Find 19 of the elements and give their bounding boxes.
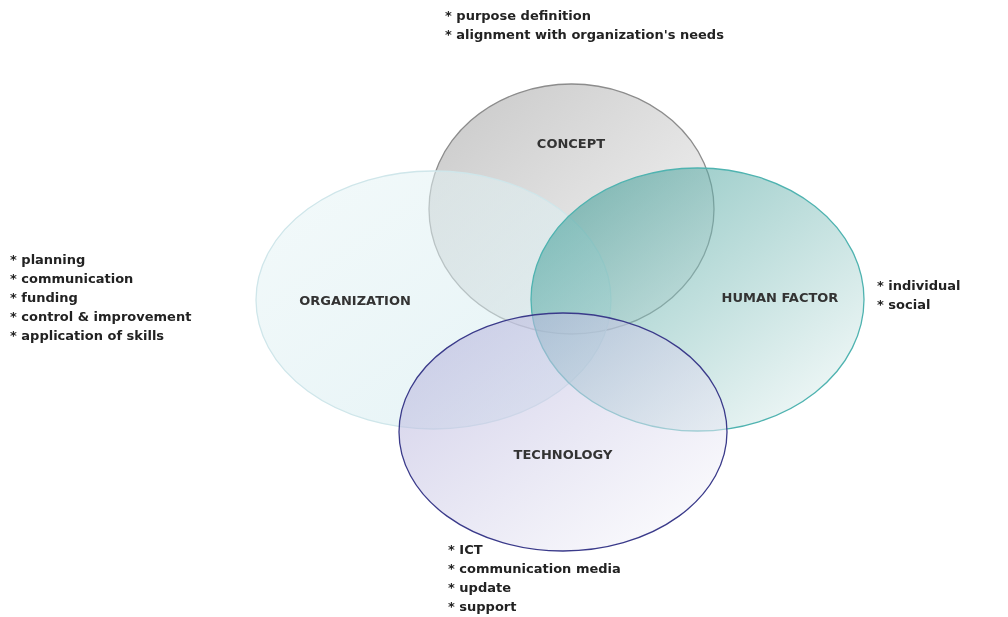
venn-circle — [530, 167, 865, 432]
bullet-item: * social — [877, 296, 931, 314]
bullet-item: * ICT — [448, 541, 483, 559]
bullet-item: * update — [448, 579, 511, 597]
bullet-item: * support — [448, 598, 517, 616]
bullet-item: * application of skills — [10, 327, 165, 345]
bullet-item: * individual — [877, 277, 961, 295]
bullet-item: * communication — [10, 270, 134, 288]
venn-circle — [398, 312, 728, 552]
circle-title: ORGANIZATION — [299, 292, 411, 308]
circle-title: TECHNOLOGY — [513, 446, 613, 462]
bullet-item: * alignment with organization's needs — [445, 26, 724, 44]
bullet-item: * control & improvement — [10, 308, 192, 326]
bullet-item: * communication media — [448, 560, 621, 578]
bullet-item: * purpose definition — [445, 7, 591, 25]
circle-title: HUMAN FACTOR — [721, 289, 839, 305]
bullet-item: * planning — [10, 251, 86, 269]
circle-title: CONCEPT — [536, 135, 606, 151]
bullet-item: * funding — [10, 289, 78, 307]
